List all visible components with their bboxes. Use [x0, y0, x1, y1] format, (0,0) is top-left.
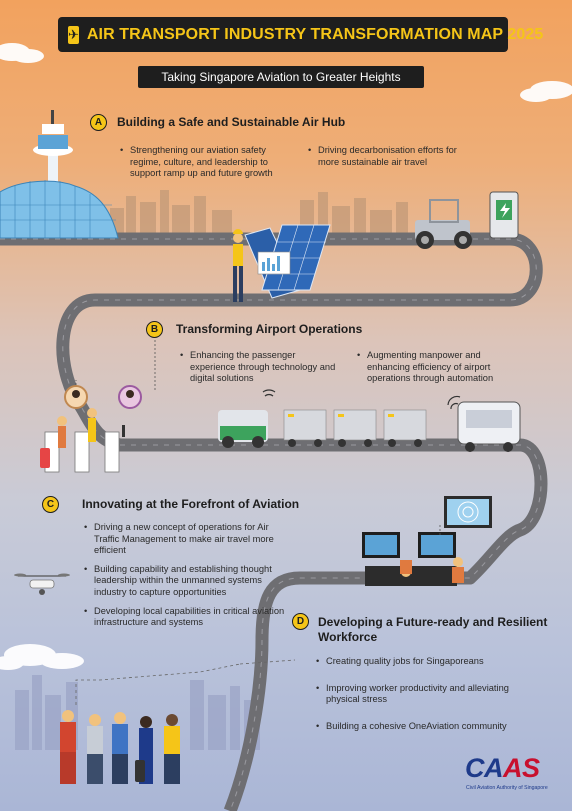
page-title: AIR TRANSPORT INDUSTRY TRANSFORMATION MA… — [86, 25, 544, 43]
section-c-badge: C — [42, 496, 59, 513]
list-item: Building capability and establishing tho… — [84, 564, 296, 599]
list-item: Strengthening our aviation safety regime… — [120, 145, 295, 180]
list-item: Enhancing the passenger experience throu… — [180, 350, 340, 385]
skyline-icon — [15, 675, 260, 750]
section-a-bullets-left: Strengthening our aviation safety regime… — [120, 145, 295, 180]
baggage-cart-icon — [283, 409, 427, 447]
section-b-bullets-right: Augmenting manpower and enhancing effici… — [357, 350, 517, 385]
gate-icon — [40, 408, 125, 473]
section-b-title: Transforming Airport Operations — [176, 322, 363, 336]
section-d-title: Developing a Future-ready and Resilient … — [318, 615, 548, 644]
list-item: Augmenting manpower and enhancing effici… — [357, 350, 517, 385]
page-subtitle: Taking Singapore Aviation to Greater Hei… — [138, 66, 424, 88]
drone-icon — [14, 573, 70, 595]
list-item: Driving a new concept of operations for … — [84, 522, 296, 557]
section-d-badge: D — [292, 613, 309, 630]
caas-logo: CAAS — [465, 753, 540, 783]
list-item: Driving decarbonisation efforts for more… — [308, 145, 468, 168]
list-item: Improving worker productivity and allevi… — [316, 683, 536, 706]
section-b-bullets-left: Enhancing the passenger experience throu… — [180, 350, 340, 385]
section-a-title: Building a Safe and Sustainable Air Hub — [117, 115, 346, 129]
plane-icon: ✈ — [68, 25, 79, 44]
section-a-badge: A — [90, 114, 107, 131]
atc-console-icon — [362, 532, 464, 586]
section-c-title: Innovating at the Forefront of Aviation — [82, 497, 300, 511]
caas-logo-subtitle: Civil Aviation Authority of Singapore — [466, 785, 548, 791]
robot-vehicle-icon — [447, 395, 521, 452]
worker-icon — [233, 229, 243, 302]
list-item: Creating quality jobs for Singaporeans — [316, 656, 536, 668]
section-d-bullets: Creating quality jobs for Singaporeans I… — [316, 656, 536, 732]
list-item: Developing local capabilities in critica… — [84, 606, 296, 629]
passenger-avatar-icon — [64, 385, 142, 409]
cloud-icon — [0, 43, 572, 670]
section-a-bullets-right: Driving decarbonisation efforts for more… — [308, 145, 468, 168]
section-c-bullets: Driving a new concept of operations for … — [84, 522, 296, 629]
ev-charger-icon — [489, 191, 519, 239]
terminal-dome-icon — [0, 180, 119, 239]
radar-screen-icon — [444, 496, 492, 528]
baggage-tug-icon — [218, 389, 276, 448]
list-item: Building a cohesive OneAviation communit… — [316, 721, 536, 733]
title-banner: ✈ AIR TRANSPORT INDUSTRY TRANSFORMATION … — [58, 17, 543, 52]
tractor-icon — [415, 199, 472, 249]
section-b-badge: B — [146, 321, 163, 338]
solar-panel-icon — [244, 224, 331, 299]
crew-group-icon — [60, 710, 180, 784]
